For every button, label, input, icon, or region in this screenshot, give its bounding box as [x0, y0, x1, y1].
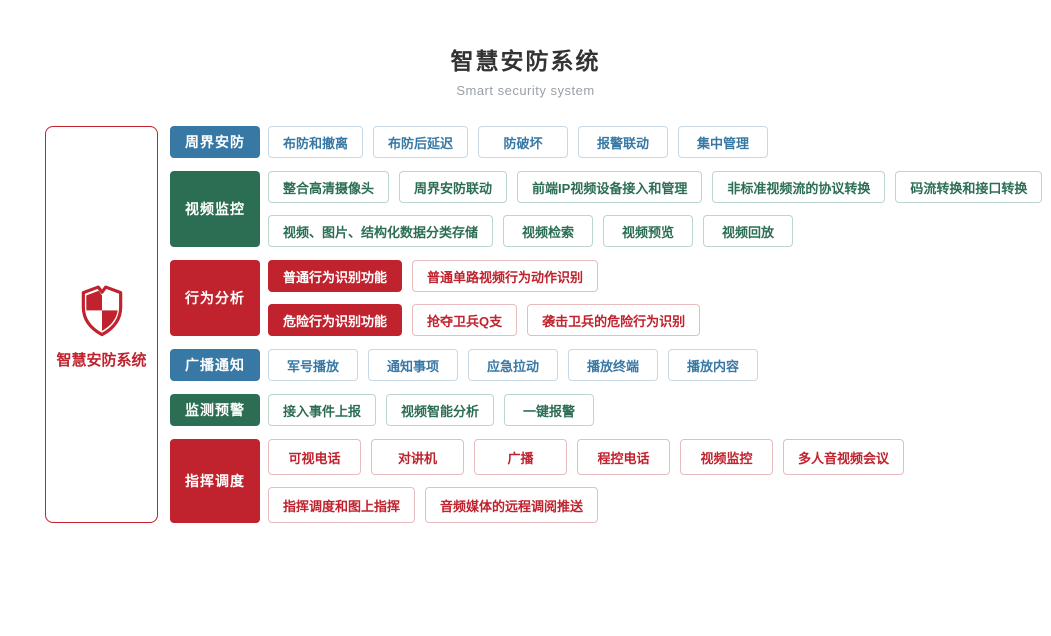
- feature-chip: 程控电话: [577, 439, 670, 475]
- chip-row: 整合高清摄像头周界安防联动前端IP视频设备接入和管理非标准视频流的协议转换码流转…: [268, 171, 1043, 203]
- category-monitor-warning: 监测预警: [170, 394, 260, 426]
- feature-chip: 周界安防联动: [399, 171, 508, 203]
- feature-chip: 视频智能分析: [386, 394, 495, 426]
- chip-lines: 可视电话对讲机广播程控电话视频监控多人音视频会议指挥调度和图上指挥音频媒体的远程…: [268, 439, 905, 523]
- root-node-label: 智慧安防系统: [56, 352, 147, 369]
- feature-chip: 码流转换和接口转换: [895, 171, 1043, 203]
- section-command-dispatch: 指挥调度 可视电话对讲机广播程控电话视频监控多人音视频会议指挥调度和图上指挥音频…: [170, 439, 1042, 523]
- feature-chip: 视频检索: [503, 215, 594, 247]
- feature-chip: 整合高清摄像头: [268, 171, 390, 203]
- section-perimeter-security: 周界安防 布防和撤离布防后延迟防破坏报警联动集中管理: [170, 126, 1042, 158]
- category-command-dispatch: 指挥调度: [170, 439, 260, 523]
- chip-row: 普通行为识别功能普通单路视频行为动作识别: [268, 260, 700, 292]
- feature-chip: 袭击卫兵的危险行为识别: [527, 304, 701, 336]
- category-video-surveillance: 视频监控: [170, 171, 260, 247]
- feature-chip: 防破坏: [478, 126, 569, 158]
- section-broadcast-notice: 广播通知 军号播放通知事项应急拉动播放终端播放内容: [170, 349, 1042, 381]
- org-chart: 智慧安防系统 周界安防 布防和撤离布防后延迟防破坏报警联动集中管理 视频监控 整…: [45, 126, 1051, 523]
- chip-lines: 布防和撤离布防后延迟防破坏报警联动集中管理: [268, 126, 769, 158]
- feature-chip: 播放内容: [668, 349, 758, 381]
- feature-chip: 通知事项: [368, 349, 458, 381]
- feature-chip: 播放终端: [568, 349, 658, 381]
- chip-row: 军号播放通知事项应急拉动播放终端播放内容: [268, 349, 758, 381]
- feature-chip: 非标准视频流的协议转换: [712, 171, 886, 203]
- feature-chip: 普通单路视频行为动作识别: [412, 260, 599, 292]
- chip-lines: 接入事件上报视频智能分析一键报警: [268, 394, 595, 426]
- chip-row: 视频、图片、结构化数据分类存储视频检索视频预览视频回放: [268, 215, 1042, 247]
- shield-icon: [81, 285, 122, 337]
- feature-chip: 接入事件上报: [268, 394, 377, 426]
- section-monitor-warning: 监测预警 接入事件上报视频智能分析一键报警: [170, 394, 1042, 426]
- feature-chip: 普通行为识别功能: [268, 260, 403, 292]
- feature-chip: 危险行为识别功能: [268, 304, 403, 336]
- feature-chip: 可视电话: [268, 439, 361, 475]
- chip-row: 指挥调度和图上指挥音频媒体的远程调阅推送: [268, 487, 904, 523]
- feature-chip: 多人音视频会议: [783, 439, 905, 475]
- feature-chip: 指挥调度和图上指挥: [268, 487, 416, 523]
- chip-row: 布防和撤离布防后延迟防破坏报警联动集中管理: [268, 126, 769, 158]
- feature-chip: 视频监控: [680, 439, 773, 475]
- chip-lines: 普通行为识别功能普通单路视频行为动作识别危险行为识别功能抢夺卫兵Q支袭击卫兵的危…: [268, 260, 701, 336]
- chip-lines: 军号播放通知事项应急拉动播放终端播放内容: [268, 349, 758, 381]
- page-title: 智慧安防系统: [450, 48, 601, 74]
- chip-row: 可视电话对讲机广播程控电话视频监控多人音视频会议: [268, 439, 905, 475]
- feature-chip: 前端IP视频设备接入和管理: [517, 171, 703, 203]
- feature-chip: 一键报警: [504, 394, 595, 426]
- feature-chip: 视频回放: [703, 215, 794, 247]
- root-node: 智慧安防系统: [45, 126, 158, 523]
- feature-chip: 布防后延迟: [373, 126, 469, 158]
- feature-chip: 广播: [474, 439, 567, 475]
- category-behavior-analysis: 行为分析: [170, 260, 260, 336]
- sections-container: 周界安防 布防和撤离布防后延迟防破坏报警联动集中管理 视频监控 整合高清摄像头周…: [170, 126, 1043, 523]
- feature-chip: 集中管理: [678, 126, 769, 158]
- feature-chip: 报警联动: [578, 126, 669, 158]
- feature-chip: 布防和撤离: [268, 126, 364, 158]
- chip-row: 接入事件上报视频智能分析一键报警: [268, 394, 595, 426]
- feature-chip: 音频媒体的远程调阅推送: [425, 487, 599, 523]
- section-video-surveillance: 视频监控 整合高清摄像头周界安防联动前端IP视频设备接入和管理非标准视频流的协议…: [170, 171, 1043, 247]
- section-behavior-analysis: 行为分析 普通行为识别功能普通单路视频行为动作识别危险行为识别功能抢夺卫兵Q支袭…: [170, 260, 1042, 336]
- feature-chip: 抢夺卫兵Q支: [412, 304, 518, 336]
- feature-chip: 视频预览: [603, 215, 694, 247]
- category-perimeter-security: 周界安防: [170, 126, 260, 158]
- chip-row: 危险行为识别功能抢夺卫兵Q支袭击卫兵的危险行为识别: [268, 304, 701, 336]
- page-header: 智慧安防系统 Smart security system: [0, 0, 1051, 98]
- category-broadcast-notice: 广播通知: [170, 349, 260, 381]
- page-subtitle: Smart security system: [456, 83, 595, 98]
- feature-chip: 视频、图片、结构化数据分类存储: [268, 215, 494, 247]
- feature-chip: 军号播放: [268, 349, 358, 381]
- chip-lines: 整合高清摄像头周界安防联动前端IP视频设备接入和管理非标准视频流的协议转换码流转…: [268, 171, 1043, 247]
- feature-chip: 对讲机: [371, 439, 464, 475]
- feature-chip: 应急拉动: [468, 349, 558, 381]
